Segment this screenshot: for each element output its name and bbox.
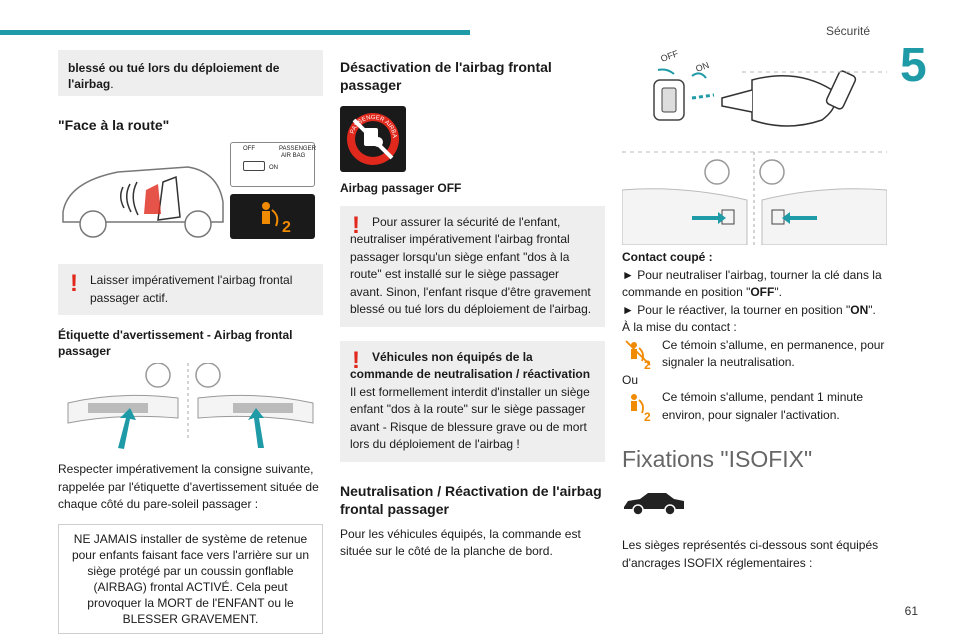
section-title: Sécurité [825,24,870,38]
warning-leave-active: ! Laisser impérativement l'airbag fronta… [58,264,323,315]
airbag-switch-panel: OFF PASSENGER AIR BAG ON [230,142,316,187]
passenger-airbag-off-icon: PASSENGER AIRBAG [338,102,406,172]
or-label: Ou [622,372,639,387]
lamp-neutralised-row: 2 Ce témoin s'allume, en permanence, pou… [622,337,887,372]
warning-child-safety: ! Pour assurer la sécurité de l'enfant, … [340,205,605,327]
key-switch-illustration: OFF ON [622,50,887,245]
warning-vehicles-not-equipped: ! Véhicules non équipés de la commande d… [340,340,605,462]
heading-face-route: "Face à la route" [58,117,170,133]
svg-text:OFF: OFF [659,50,680,64]
heading-isofix: Fixations "ISOFIX" [622,446,813,472]
ignition-on-label: À la mise du contact : [622,320,737,334]
switch-slot [243,161,265,171]
svg-text:ON: ON [694,60,710,74]
caption-airbag-off: Airbag passager OFF [340,181,462,195]
intro-box: blessé ou tué lors du déploiement de l'a… [58,50,323,96]
car-silhouette-icon [624,493,684,516]
airbag-off-lamp-icon: 2 [625,339,651,371]
svg-text:2: 2 [644,358,651,371]
car-seat-illustration [62,166,224,238]
respect-instruction: Respecter impérativement la consigne sui… [58,462,319,511]
column-middle: Désactivation de l'airbag frontal passag… [338,50,605,561]
intro-text: blessé ou tué lors du déploiement de l'a… [68,61,280,91]
warning-exclamation-icon: ! [352,211,360,239]
heading-deactivation: Désactivation de l'airbag frontal passag… [340,59,552,93]
airbag-on-lamp-icon: 2 [631,394,651,423]
header-accent-bar [0,30,470,35]
heading-neutralisation: Neutralisation / Réactivation de l'airba… [340,482,602,517]
warning-exclamation-icon: ! [352,346,360,374]
face-route-illustration: OFF PASSENGER AIR BAG ON 2 [58,142,323,252]
lamp-activated-row: 2 Ce témoin s'allume, pendant 1 minute e… [622,389,887,424]
page-number: 61 [904,604,918,618]
sun-visor-illustration [67,363,314,449]
svg-text:2: 2 [644,410,651,423]
airbag-warning-lamp-orange: 2 [230,194,315,239]
neutralisation-text: Pour les véhicules équipés, la commande … [340,526,581,559]
isofix-text: Les sièges représentés ci-dessous sont é… [622,538,879,570]
step-reactivate: ► Pour le réactiver, la tourner en posit… [622,302,876,317]
column-left: blessé ou tué lors du déploiement de l'a… [58,50,323,634]
column-right: OFF ON Contact coupé : ► Pour neutralise… [622,50,887,572]
step-neutralise: ► Pour neutraliser l'airbag, tourner la … [622,267,882,300]
heading-warning-label: Étiquette d'avertissement - Airbag front… [58,328,293,358]
contact-title: Contact coupé : [622,250,713,264]
svg-text:2: 2 [282,219,291,236]
warning-exclamation-icon: ! [70,270,78,297]
warning-label-text: NE JAMAIS installer de système de retenu… [58,523,323,634]
chapter-number: 5 [900,39,927,92]
airbag-person-icon: 2 [262,202,291,236]
